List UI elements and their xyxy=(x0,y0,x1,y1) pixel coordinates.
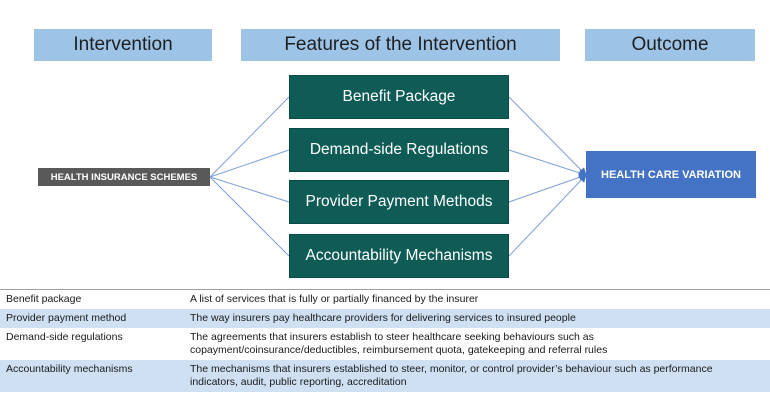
connector-right-2 xyxy=(508,149,587,177)
connector-right-4 xyxy=(508,174,587,257)
feature-accountability-mechanisms: Accountability Mechanisms xyxy=(289,234,509,278)
definition-cell: The way insurers pay healthcare provider… xyxy=(190,312,576,324)
node-health-care-variation: HEALTH CARE VARIATION xyxy=(586,151,756,198)
definition-cell: The agreements that insurers establish t… xyxy=(190,331,608,356)
connector-right-1 xyxy=(508,96,587,176)
connector-right-3 xyxy=(508,173,587,203)
feature-demand-side-regulations: Demand-side Regulations xyxy=(289,128,509,172)
feature-benefit-package: Benefit Package xyxy=(289,75,509,119)
header-intervention: Intervention xyxy=(34,29,212,61)
term-cell: Demand-side regulations xyxy=(6,331,123,343)
node-health-insurance-schemes: HEALTH INSURANCE SCHEMES xyxy=(38,168,210,186)
header-outcome: Outcome xyxy=(585,29,755,61)
feature-provider-payment-methods: Provider Payment Methods xyxy=(289,180,509,224)
definition-cell: The mechanisms that insurers established… xyxy=(190,363,713,388)
definition-cell: A list of services that is fully or part… xyxy=(190,293,479,305)
term-cell: Benefit package xyxy=(6,293,82,305)
table-row: Provider payment method The way insurers… xyxy=(0,309,770,328)
definitions-table: Benefit package A list of services that … xyxy=(0,289,770,392)
table-row: Demand-side regulations The agreements t… xyxy=(0,328,770,360)
connector-left-2 xyxy=(209,149,290,178)
term-cell: Accountability mechanisms xyxy=(6,363,133,375)
header-features: Features of the Intervention xyxy=(241,29,560,61)
connector-left-4 xyxy=(209,176,290,257)
term-cell: Provider payment method xyxy=(6,312,127,324)
connector-lines xyxy=(209,96,587,257)
connector-left-3 xyxy=(209,176,290,203)
table-row: Benefit package A list of services that … xyxy=(0,290,770,309)
table-row: Accountability mechanisms The mechanisms… xyxy=(0,360,770,392)
connector-left-1 xyxy=(209,96,290,178)
